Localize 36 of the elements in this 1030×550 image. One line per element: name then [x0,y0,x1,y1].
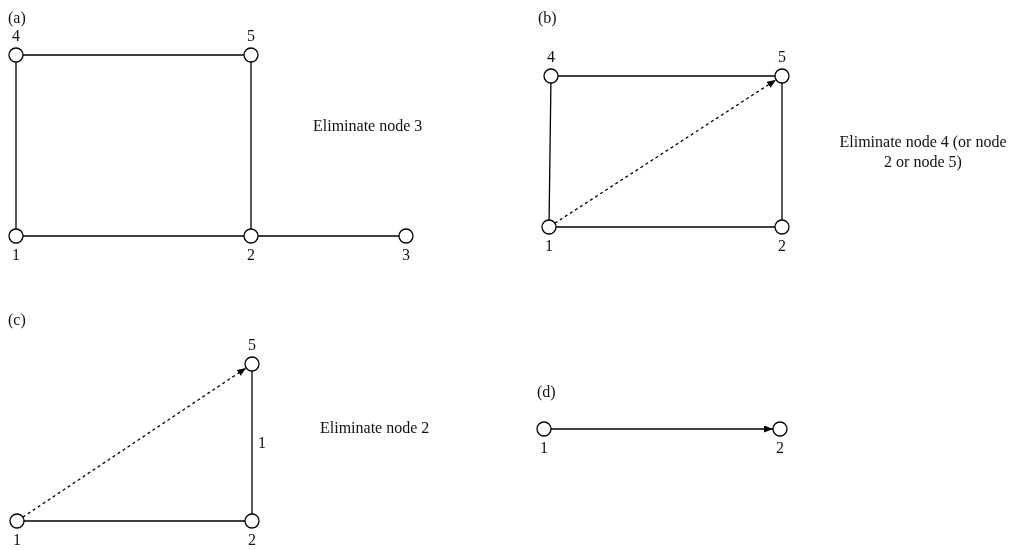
connector-line [251,370,253,515]
panel-label: (d) [537,382,556,402]
node-number: 2 [247,246,255,264]
connector-line [22,54,245,56]
connector-line [555,226,776,228]
panel-label: (a) [8,8,26,28]
note-text: Eliminate node 2 [320,418,430,438]
note-text: Eliminate node 4 (or node 2 or node 5) [838,132,1008,172]
connector-line [22,235,245,237]
connector-line [548,82,552,221]
panel-label: (b) [538,8,557,28]
node-number: 5 [248,336,256,354]
connector-line [23,520,246,522]
node-number: 5 [778,48,786,66]
node-number: 2 [776,439,784,457]
node-number: 5 [247,27,255,45]
node-number: 1 [12,246,20,264]
panel-label: (c) [8,310,26,330]
arrow [22,367,247,518]
connector-line [250,61,252,230]
connector-line [15,61,17,230]
note-text: Eliminate node 3 [313,116,423,136]
arrow [550,425,774,433]
node-number: 1 [13,531,21,549]
arrow [554,79,777,224]
node-number: 4 [547,48,555,66]
connector-line [557,75,776,77]
node-number: 3 [402,246,410,264]
connector-line [781,82,783,221]
node-number: 4 [12,27,20,45]
edge-label: 1 [257,434,267,451]
connector-line [257,235,400,237]
node-number: 2 [778,237,786,255]
node-number: 1 [545,237,553,255]
node-number: 1 [540,439,548,457]
node-number: 2 [248,531,256,549]
